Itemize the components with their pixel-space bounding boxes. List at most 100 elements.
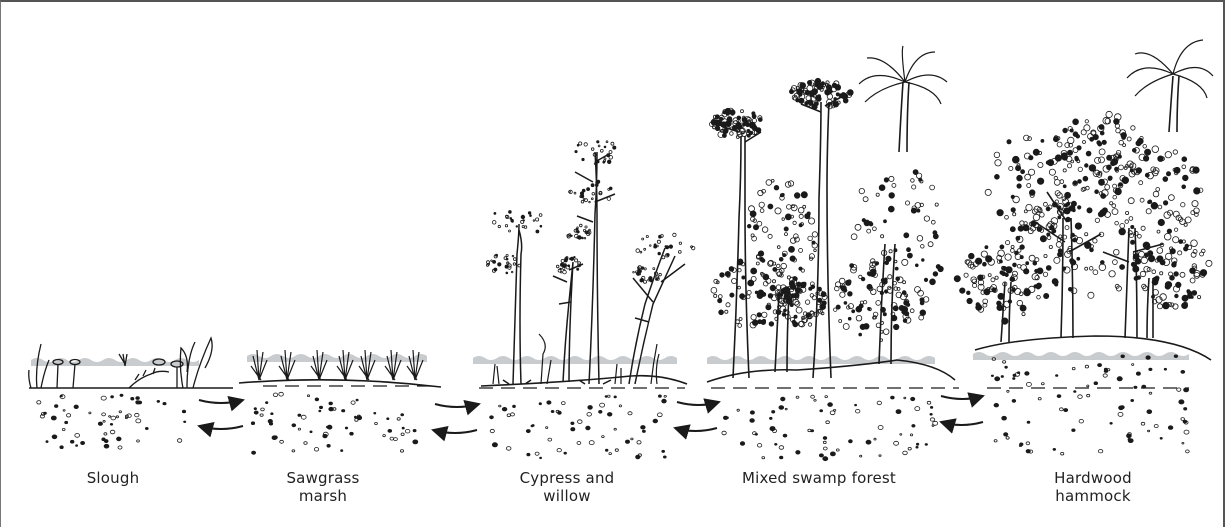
sediment-dot bbox=[637, 441, 641, 444]
sediment-dot bbox=[823, 437, 827, 440]
foliage-mark bbox=[782, 218, 785, 221]
foliage-mark bbox=[1044, 293, 1049, 298]
foliage-mark bbox=[604, 146, 606, 148]
foliage-mark bbox=[507, 262, 509, 264]
foliage-mark bbox=[1026, 204, 1032, 210]
foliage-mark bbox=[1141, 226, 1145, 230]
sediment-dot bbox=[327, 425, 332, 429]
foliage-mark bbox=[739, 318, 742, 321]
foliage-mark bbox=[876, 301, 881, 306]
foliage-mark bbox=[1163, 201, 1167, 205]
foliage-mark bbox=[805, 300, 809, 304]
foliage-mark bbox=[577, 227, 579, 229]
foliage-mark bbox=[577, 231, 579, 233]
sediment-dot bbox=[1120, 406, 1124, 409]
foliage-mark bbox=[809, 218, 815, 224]
foliage-mark bbox=[539, 214, 542, 217]
foliage-mark bbox=[1010, 227, 1015, 232]
foliage-mark bbox=[1100, 210, 1106, 216]
foliage-mark bbox=[1016, 166, 1021, 171]
foliage-mark bbox=[1131, 126, 1135, 130]
foliage-mark bbox=[1011, 245, 1014, 248]
sediment-dot bbox=[1142, 385, 1146, 388]
sediment-dot bbox=[1149, 368, 1152, 370]
sediment-dot bbox=[1121, 355, 1125, 358]
sediment-dot bbox=[301, 415, 306, 419]
sediment-dot bbox=[658, 395, 661, 397]
foliage-mark bbox=[843, 324, 849, 330]
sediment-dot bbox=[1005, 366, 1008, 368]
foliage-mark bbox=[562, 264, 566, 268]
foliage-mark bbox=[1049, 169, 1055, 175]
foliage-mark bbox=[742, 276, 745, 279]
foliage-mark bbox=[768, 234, 772, 238]
arrow-mixed-to-cypress bbox=[675, 428, 717, 431]
foliage-mark bbox=[1180, 272, 1185, 277]
arrow-sawgrass-to-cypress bbox=[435, 404, 479, 407]
sediment-dot bbox=[994, 403, 999, 407]
stage-label-mixed-swamp-forest: Mixed swamp forest bbox=[742, 469, 896, 487]
foliage-mark bbox=[825, 89, 831, 95]
foliage-mark bbox=[1114, 119, 1120, 125]
foliage-mark bbox=[1063, 128, 1068, 133]
foliage-mark bbox=[1151, 202, 1158, 209]
sediment-dot bbox=[628, 412, 632, 415]
foliage-mark bbox=[1114, 249, 1120, 255]
foliage-mark bbox=[509, 211, 512, 214]
foliage-mark bbox=[920, 310, 926, 316]
sediment-dot bbox=[327, 444, 330, 447]
sediment-dot bbox=[927, 401, 931, 404]
sediment-dot bbox=[268, 419, 272, 423]
foliage-mark bbox=[1143, 242, 1150, 249]
sediment-dot bbox=[117, 437, 122, 441]
foliage-mark bbox=[995, 276, 998, 279]
foliage-mark bbox=[840, 286, 843, 289]
foliage-mark bbox=[1037, 227, 1042, 232]
sediment-dot bbox=[1117, 377, 1122, 381]
foliage-mark bbox=[584, 143, 587, 146]
foliage-mark bbox=[910, 309, 914, 313]
sediment-dot bbox=[1002, 416, 1007, 420]
sediment-dot bbox=[662, 450, 665, 452]
foliage-mark bbox=[991, 278, 995, 282]
foliage-mark bbox=[600, 149, 603, 152]
foliage-mark bbox=[794, 293, 799, 298]
foliage-mark bbox=[1112, 209, 1118, 215]
sediment-dot bbox=[70, 440, 74, 443]
sediment-dot bbox=[1141, 422, 1145, 425]
foliage-mark bbox=[1027, 184, 1031, 188]
foliage-mark bbox=[1078, 180, 1082, 184]
foliage-mark bbox=[1182, 165, 1186, 169]
foliage-mark bbox=[1040, 236, 1046, 242]
foliage-mark bbox=[608, 188, 610, 190]
sediment-dot bbox=[111, 396, 114, 398]
sediment-dot bbox=[62, 428, 65, 430]
foliage-mark bbox=[486, 264, 488, 266]
foliage-mark bbox=[1063, 169, 1066, 172]
foliage-mark bbox=[653, 268, 655, 270]
sediment-dot bbox=[273, 393, 277, 397]
foliage-mark bbox=[1054, 257, 1060, 263]
sediment-dot bbox=[916, 443, 918, 445]
foliage-mark bbox=[1072, 209, 1075, 212]
foliage-mark bbox=[1061, 153, 1067, 159]
foliage-mark bbox=[1059, 235, 1062, 238]
foliage-mark bbox=[736, 123, 742, 129]
foliage-mark bbox=[1127, 137, 1131, 141]
sediment-dot bbox=[571, 422, 574, 425]
foliage-mark bbox=[752, 236, 757, 241]
foliage-mark bbox=[759, 202, 764, 207]
foliage-mark bbox=[1006, 267, 1012, 273]
sediment-dot bbox=[855, 404, 857, 406]
foliage-mark bbox=[580, 192, 583, 195]
sediment-dot bbox=[911, 397, 915, 400]
foliage-mark bbox=[1043, 272, 1047, 276]
sediment-dot bbox=[775, 443, 777, 445]
sediment-dot bbox=[98, 422, 102, 425]
sediment-dot bbox=[894, 441, 899, 445]
sediment-dot bbox=[1136, 372, 1140, 375]
sediment-dot bbox=[994, 440, 997, 442]
foliage-mark bbox=[770, 285, 776, 291]
sediment-dot bbox=[177, 439, 181, 443]
sediment-dot bbox=[254, 408, 256, 410]
